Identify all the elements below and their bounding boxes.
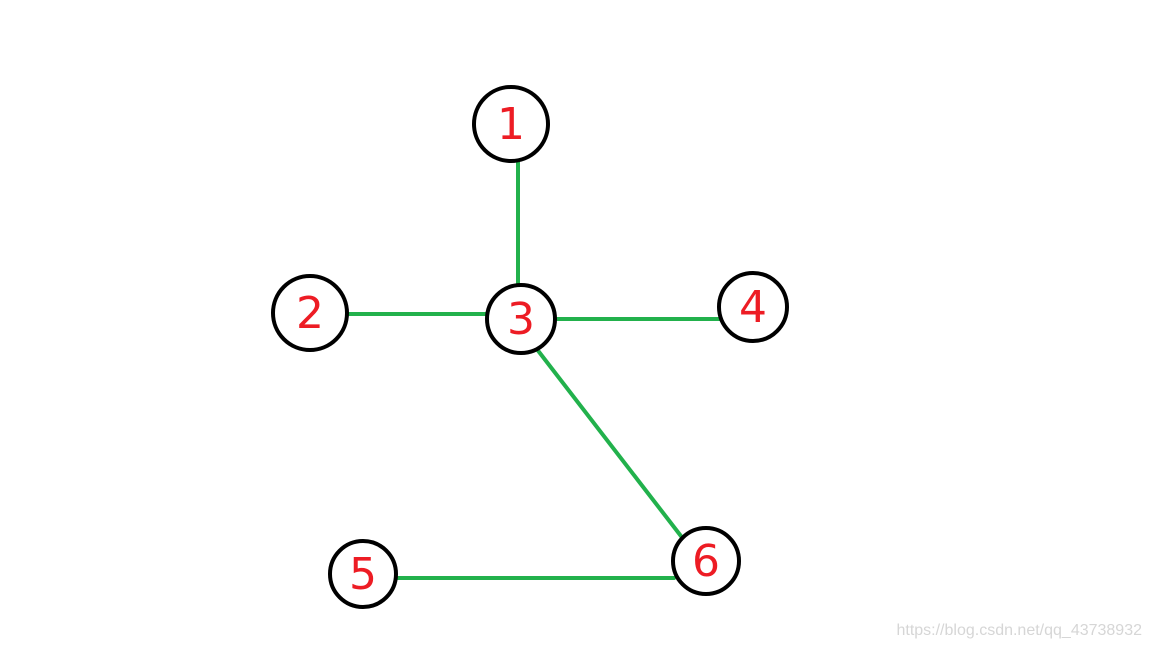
node-circle-4 bbox=[717, 271, 789, 343]
node-6: 6 bbox=[671, 526, 741, 596]
edge-3-6 bbox=[534, 346, 686, 542]
nodes-layer: 1 2 3 4 5 6 bbox=[271, 85, 789, 609]
edges-layer bbox=[346, 159, 722, 580]
node-circle-6 bbox=[671, 526, 741, 596]
node-label-4: 4 bbox=[739, 282, 767, 333]
watermark: https://blog.csdn.net/qq_43738932 bbox=[896, 622, 1142, 639]
node-5: 5 bbox=[328, 539, 398, 609]
node-2: 2 bbox=[271, 274, 349, 352]
node-circle-2 bbox=[271, 274, 349, 352]
node-label-5: 5 bbox=[349, 549, 377, 600]
node-4: 4 bbox=[717, 271, 789, 343]
node-3: 3 bbox=[485, 283, 557, 355]
node-label-6: 6 bbox=[692, 536, 720, 587]
node-circle-5 bbox=[328, 539, 398, 609]
node-circle-1 bbox=[472, 85, 550, 163]
node-1: 1 bbox=[472, 85, 550, 163]
node-label-3: 3 bbox=[507, 294, 535, 345]
node-label-2: 2 bbox=[296, 288, 324, 339]
node-circle-3 bbox=[485, 283, 557, 355]
node-label-1: 1 bbox=[497, 99, 525, 150]
